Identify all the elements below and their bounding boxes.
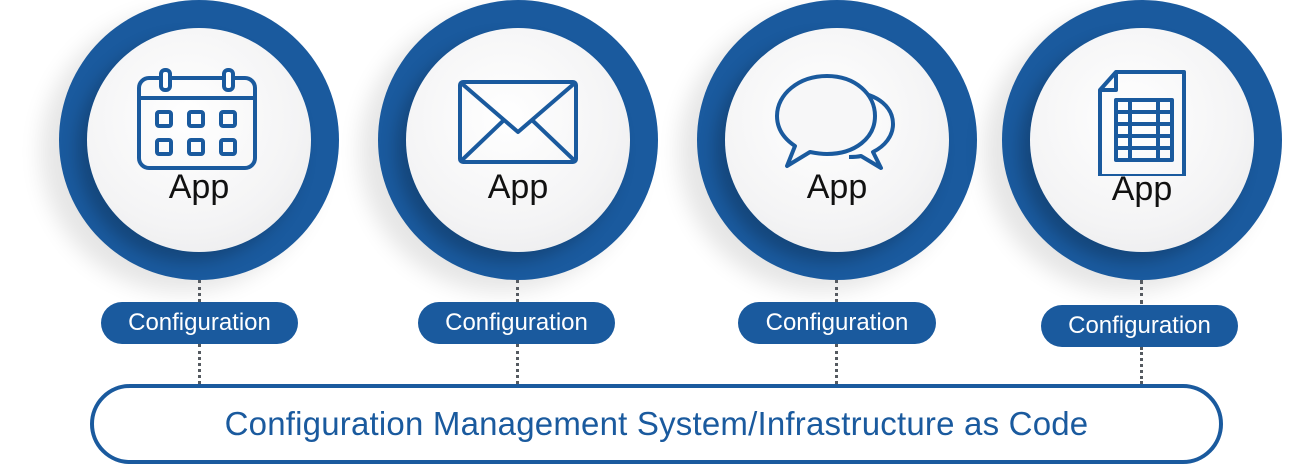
app-label: App — [168, 168, 230, 206]
configuration-pill: Configuration — [1041, 305, 1238, 347]
configuration-pill: Configuration — [738, 302, 936, 344]
app-node-spreadsheet: App — [1002, 0, 1282, 280]
connector-app-to-config — [835, 280, 838, 302]
configuration-pill: Configuration — [418, 302, 615, 344]
app-label: App — [806, 168, 868, 206]
configuration-pill: Configuration — [101, 302, 298, 344]
connector-config-to-base — [835, 344, 838, 384]
app-node-envelope: App — [378, 0, 658, 280]
connector-app-to-config — [198, 280, 201, 302]
app-node-disc: App — [406, 28, 630, 252]
app-node-chat: App — [697, 0, 977, 280]
connector-config-to-base — [1140, 347, 1143, 384]
connector-app-to-config — [1140, 280, 1143, 304]
configuration-management-label: Configuration Management System/Infrastr… — [224, 405, 1089, 442]
calendar-icon — [137, 68, 257, 170]
connector-config-to-base — [516, 344, 519, 384]
app-label: App — [487, 168, 549, 206]
connector-app-to-config — [516, 280, 519, 302]
chat-bubbles-icon — [775, 74, 895, 170]
app-node-disc: App — [725, 28, 949, 252]
app-node-disc: App — [87, 28, 311, 252]
configuration-management-bar: Configuration Management System/Infrastr… — [90, 384, 1223, 464]
envelope-icon — [458, 80, 578, 164]
app-label: App — [1111, 170, 1173, 208]
app-node-calendar: App — [59, 0, 339, 280]
connector-config-to-base — [198, 344, 201, 384]
app-node-disc: App — [1030, 28, 1254, 252]
spreadsheet-document-icon — [1098, 70, 1186, 176]
